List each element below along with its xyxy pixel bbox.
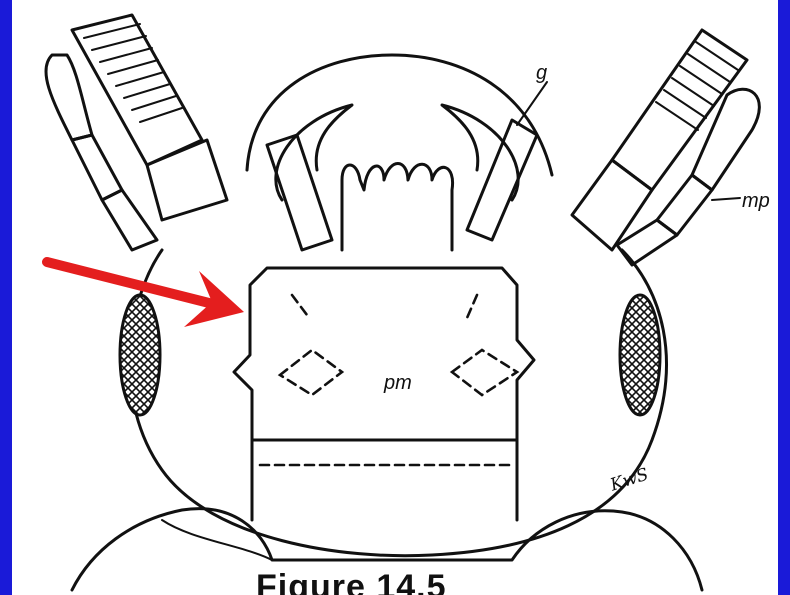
right-maxilla-rod bbox=[467, 120, 537, 240]
right-compound-eye bbox=[620, 295, 660, 415]
label-mp: mp bbox=[742, 190, 770, 213]
right-maxillary-palp bbox=[617, 89, 759, 265]
insect-head-illustration bbox=[12, 0, 778, 595]
galea-pointer-line bbox=[517, 82, 547, 125]
figure-panel: g mp pm KwS Figure 14.5 bbox=[12, 0, 778, 595]
ligula-lobes bbox=[342, 164, 453, 251]
left-compound-eye bbox=[120, 295, 160, 415]
labrum-dome bbox=[247, 55, 552, 175]
mentum bbox=[252, 440, 517, 520]
label-g: g bbox=[536, 62, 547, 85]
figure-caption: Figure 14.5 bbox=[256, 568, 447, 595]
label-pm: pm bbox=[384, 372, 412, 395]
